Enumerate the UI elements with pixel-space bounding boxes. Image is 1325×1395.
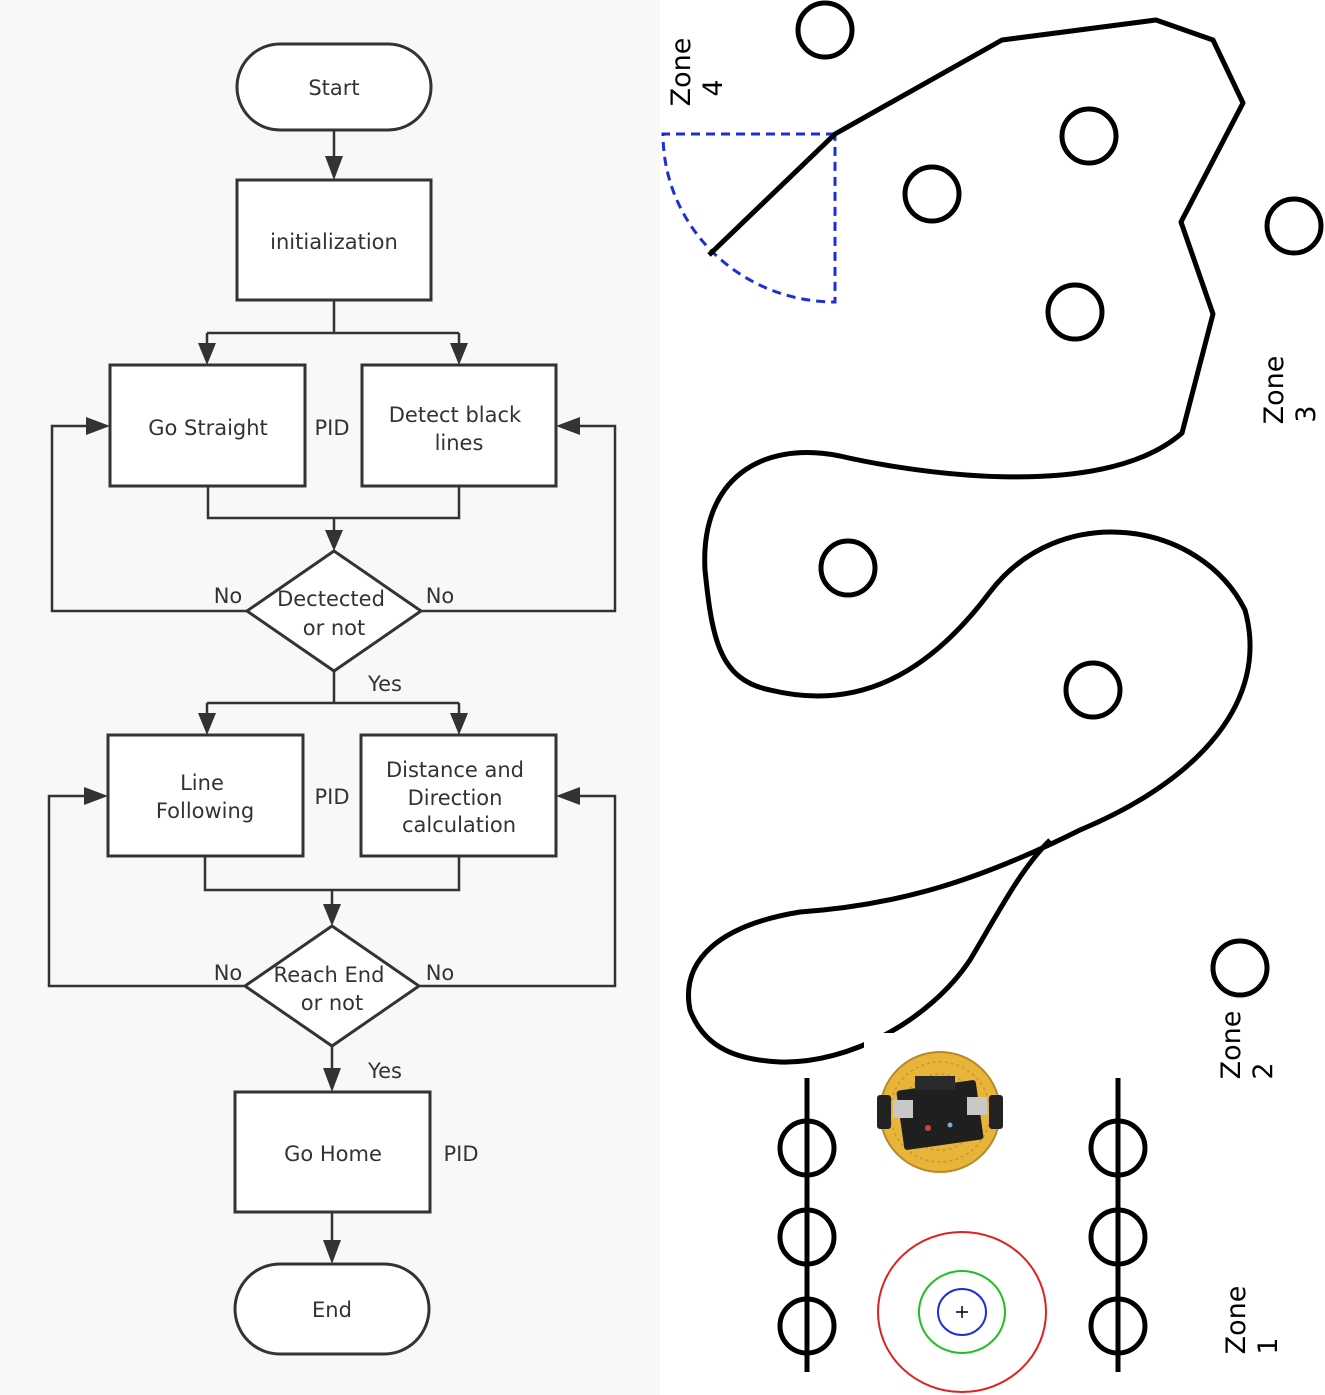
zone1-marker (777, 1296, 837, 1356)
go-straight-label: Go Straight (148, 416, 268, 440)
detected-decision-label-2: or not (303, 616, 366, 640)
no-label-3: No (214, 961, 243, 985)
zone1-label: Zone 1 (1221, 1286, 1284, 1355)
no-label-4: No (426, 961, 455, 985)
line-following-label-1: Line (180, 771, 224, 795)
detected-decision-node (244, 549, 424, 673)
no-label-1: No (214, 584, 243, 608)
svg-text:Zone: Zone (666, 38, 697, 107)
obstacle-circle (1264, 196, 1324, 256)
obstacle-circle (1210, 938, 1270, 998)
distance-label-3: calculation (402, 813, 516, 837)
svg-text:2: 2 (1248, 1062, 1279, 1079)
go-home-label: Go Home (284, 1142, 382, 1166)
reach-end-decision-label-1: Reach End (274, 963, 385, 987)
svg-text:1: 1 (1253, 1337, 1284, 1354)
zone1-marker (777, 1207, 837, 1267)
obstacle-circle (1063, 660, 1123, 720)
flowchart-arrowheads (84, 156, 580, 1264)
line-following-node (106, 733, 305, 858)
detected-decision-label-1: Dectected (277, 587, 385, 611)
obstacle-circle (818, 538, 878, 598)
zone1-marker (1088, 1296, 1148, 1356)
start-label: Start (308, 76, 359, 100)
zone1-marker (1088, 1207, 1148, 1267)
yes-label-1: Yes (367, 672, 402, 696)
distance-label-1: Distance and (386, 758, 524, 782)
flowchart-connectors (47, 130, 617, 1242)
detect-lines-label-1: Detect black (389, 403, 522, 427)
upper-track-line (686, 17, 1253, 1065)
flowchart: Start End initialization Go Straight Det… (47, 42, 617, 1356)
svg-text:4: 4 (698, 79, 729, 96)
zone3-label: Zone 3 (1259, 356, 1322, 425)
zone2-label: Zone 2 (1216, 1011, 1279, 1080)
zone1-marker (1088, 1118, 1148, 1178)
obstacle-circle (1059, 106, 1119, 166)
end-label: End (312, 1298, 352, 1322)
distance-label-2: Direction (408, 786, 503, 810)
crosshair-icon (877, 1231, 1047, 1393)
obstacle-circle (1045, 282, 1105, 342)
zone1-marker (777, 1118, 837, 1178)
line-following-label-2: Following (156, 799, 254, 823)
svg-text:Zone: Zone (1221, 1286, 1252, 1355)
obstacle-circle (795, 0, 855, 60)
robot-photo (864, 1033, 1024, 1188)
reach-end-decision-label-2: or not (301, 991, 364, 1015)
detect-lines-label-2: lines (435, 431, 484, 455)
svg-text:Zone: Zone (1259, 356, 1290, 425)
obstacle-circle (902, 164, 962, 224)
svg-text:3: 3 (1291, 405, 1322, 422)
initialization-node (235, 178, 433, 302)
yes-label-2: Yes (367, 1059, 402, 1083)
no-label-2: No (426, 584, 455, 608)
pid-label-2: PID (314, 785, 349, 809)
initialization-label: initialization (270, 230, 398, 254)
arena-map: Zone 4 Zone 3 Zone 2 Zone 1 (661, 0, 1324, 1393)
pid-label-1: PID (314, 416, 349, 440)
svg-text:Zone: Zone (1216, 1011, 1247, 1080)
pid-label-3: PID (443, 1142, 478, 1166)
zone4-label: Zone 4 (666, 38, 729, 107)
